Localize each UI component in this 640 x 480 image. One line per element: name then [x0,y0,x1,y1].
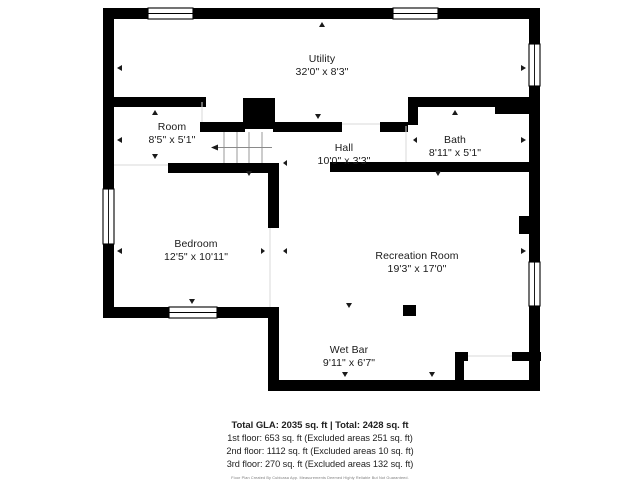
wall-exterior-bottom-main [268,380,540,391]
tick-rec-bottom [346,303,352,308]
staircase [211,132,275,163]
wall-exterior-bottom-left2 [217,307,279,318]
wall-bath-right-notch [495,97,540,114]
wall-wetbar-closet-top-l [455,352,468,361]
window-right-upper [528,43,541,87]
tick-stair-right [283,160,287,166]
tick-bedroom-right [261,248,265,254]
total-gla-line: Total GLA: 2035 sq. ft | Total: 2428 sq.… [231,420,409,431]
tick-bath-top [452,110,458,115]
wall-utility-divider-left [103,97,206,107]
wall-stair-right [268,163,279,228]
wall-exterior-right-lower [529,306,540,391]
floor-area-line-3: 3rd floor: 270 sq. ft (Excluded areas 13… [226,459,414,470]
wall-bath-bottom [330,162,540,172]
dimension-tick-group [117,22,526,377]
floor-area-line-1: 1st floor: 653 sq. ft (Excluded areas 25… [227,433,413,444]
tick-wetbar-bottom2 [429,372,435,377]
wall-wetbar-closet-left [455,352,464,391]
door-opening-group [114,102,512,357]
rec-room-fixture [403,305,416,316]
window-top-left [147,7,194,20]
wall-bedroom-right-drop [268,307,279,391]
tick-hall-bottom [246,171,252,176]
wall-exterior-bottom-left [103,307,169,318]
floor-area-line-2: 2nd floor: 1112 sq. ft (Excluded areas 1… [226,446,414,457]
tick-room-bottom [152,154,158,159]
fixture-group [403,305,416,316]
disclaimer-text: Floor Plan Created By Cubicasa App. Meas… [231,476,409,480]
tick-top [319,22,325,27]
wall-hall-stub [380,122,408,132]
wall-exterior-left [103,8,114,318]
wall-exterior-right-mid [529,86,540,262]
wall-stair-top-left [200,122,245,132]
tick-bath-left [413,137,417,143]
tick-bath-right [521,137,526,143]
tick-room-left [117,137,122,143]
tick-bath-bottom [435,171,441,176]
tick-wetbar-bottom1 [342,372,348,377]
area-summary: Total GLA: 2035 sq. ft | Total: 2428 sq.… [0,419,640,480]
wall-exterior-right-upper [529,8,540,44]
tick-rec-left [283,248,287,254]
wall-stair-top-right [273,122,342,132]
tick-stair-top [315,114,321,119]
wall-stair-block [243,98,275,129]
window-bottom-bedroom [168,306,218,319]
wall-utility-divider-right [408,97,539,107]
tick-bedroom-bottom [189,299,195,304]
window-right-lower [528,261,541,307]
tick-bedroom-left [117,248,122,254]
tick-room-top [152,110,158,115]
tick-rec-right [521,248,526,254]
wall-room-bottom [168,163,279,173]
wall-exterior-top [103,8,540,19]
window-left-bedroom [102,188,115,245]
wall-bath-left [408,97,418,125]
wall-rec-right-notch [519,216,532,234]
wall-wetbar-closet-top-r [512,352,541,361]
window-top-right [392,7,439,20]
tick-right-utility [521,65,526,71]
wall-group [103,8,541,391]
tick-left-utility [117,65,122,71]
window-group [102,7,541,319]
